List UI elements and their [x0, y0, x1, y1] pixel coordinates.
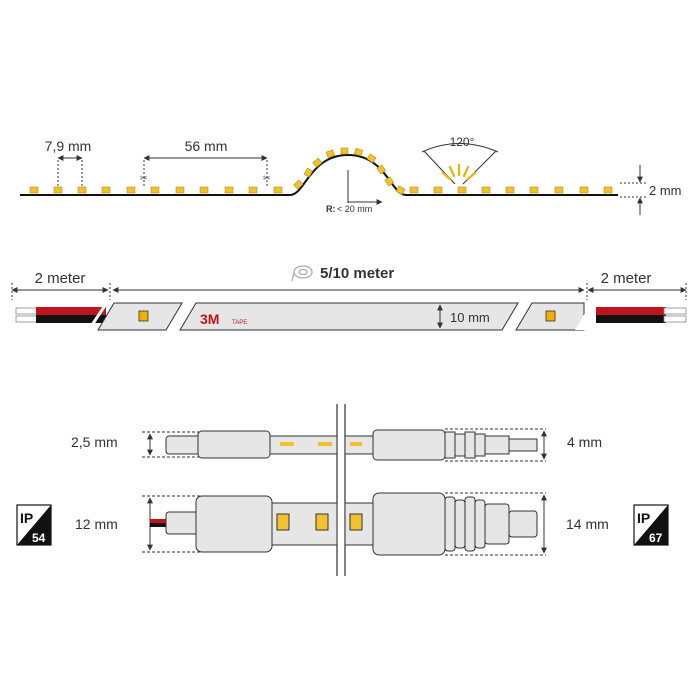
strip-profile-section: 7,9 mm ✂ ✂ 56 mm R: < 20 mm: [20, 135, 682, 215]
ip54-rating: 54: [32, 531, 46, 545]
left-cable-label: 2 meter: [35, 270, 86, 287]
top-row-dimension-left: [142, 431, 200, 458]
right-cables: [575, 303, 687, 330]
bend-radius-prefix: R:: [326, 204, 336, 214]
svg-text:✂: ✂: [263, 173, 271, 183]
ip54-badge: IP 54: [16, 504, 52, 546]
tape-word: TAPE: [232, 320, 247, 326]
bottom-left-cap: [150, 495, 338, 553]
thickness-label: 2 mm: [649, 183, 682, 198]
main-tape: [179, 302, 519, 331]
left-cable-dimension: [11, 283, 111, 300]
bottom-right-label: 14 mm: [566, 516, 609, 532]
ip67-prefix: IP: [637, 510, 650, 526]
bottom-row-dimension-right: [445, 492, 547, 556]
beam-angle-marker: [421, 143, 499, 185]
bend-radius-dimension: [347, 170, 383, 205]
strip-profile-line: [20, 153, 618, 196]
right-cable-label: 2 meter: [601, 270, 652, 287]
segment-label: 56 mm: [185, 138, 228, 154]
reel-icon: [291, 265, 313, 282]
pitch-dimension: [57, 155, 83, 186]
bend-radius-value: < 20 mm: [337, 204, 372, 214]
top-right-label: 4 mm: [567, 434, 602, 450]
bottom-left-label: 12 mm: [75, 516, 118, 532]
bottom-right-cap: [344, 492, 538, 556]
width-label: 10 mm: [450, 310, 490, 325]
left-led: [138, 310, 149, 322]
led-row-left: [29, 186, 283, 194]
left-cables: [15, 307, 106, 323]
ip67-rating: 67: [649, 531, 663, 545]
right-cable-dimension: [586, 283, 687, 300]
top-left-cap: [165, 430, 338, 459]
thickness-dimension: [620, 165, 648, 215]
top-left-label: 2,5 mm: [71, 434, 118, 450]
right-led: [545, 310, 556, 322]
strip-length-section: 2 meter 5/10 meter 2 meter 3M: [11, 265, 687, 331]
led-row-bend: [293, 147, 406, 195]
tape-brand-logo: 3M: [200, 311, 219, 327]
ip54-prefix: IP: [20, 510, 33, 526]
ip67-badge: IP 67: [633, 504, 669, 546]
top-row-dimension-right: [445, 428, 547, 462]
beam-angle-label: 120°: [450, 135, 475, 149]
svg-text:✂: ✂: [140, 173, 148, 183]
top-right-cap: [344, 429, 538, 461]
pitch-label: 7,9 mm: [45, 138, 92, 154]
end-cap-section: 2,5 mm 4 mm: [16, 404, 669, 576]
segment-dimension: ✂ ✂: [140, 155, 271, 186]
strip-length-label: 5/10 meter: [320, 265, 394, 282]
led-row-right: [409, 186, 613, 194]
